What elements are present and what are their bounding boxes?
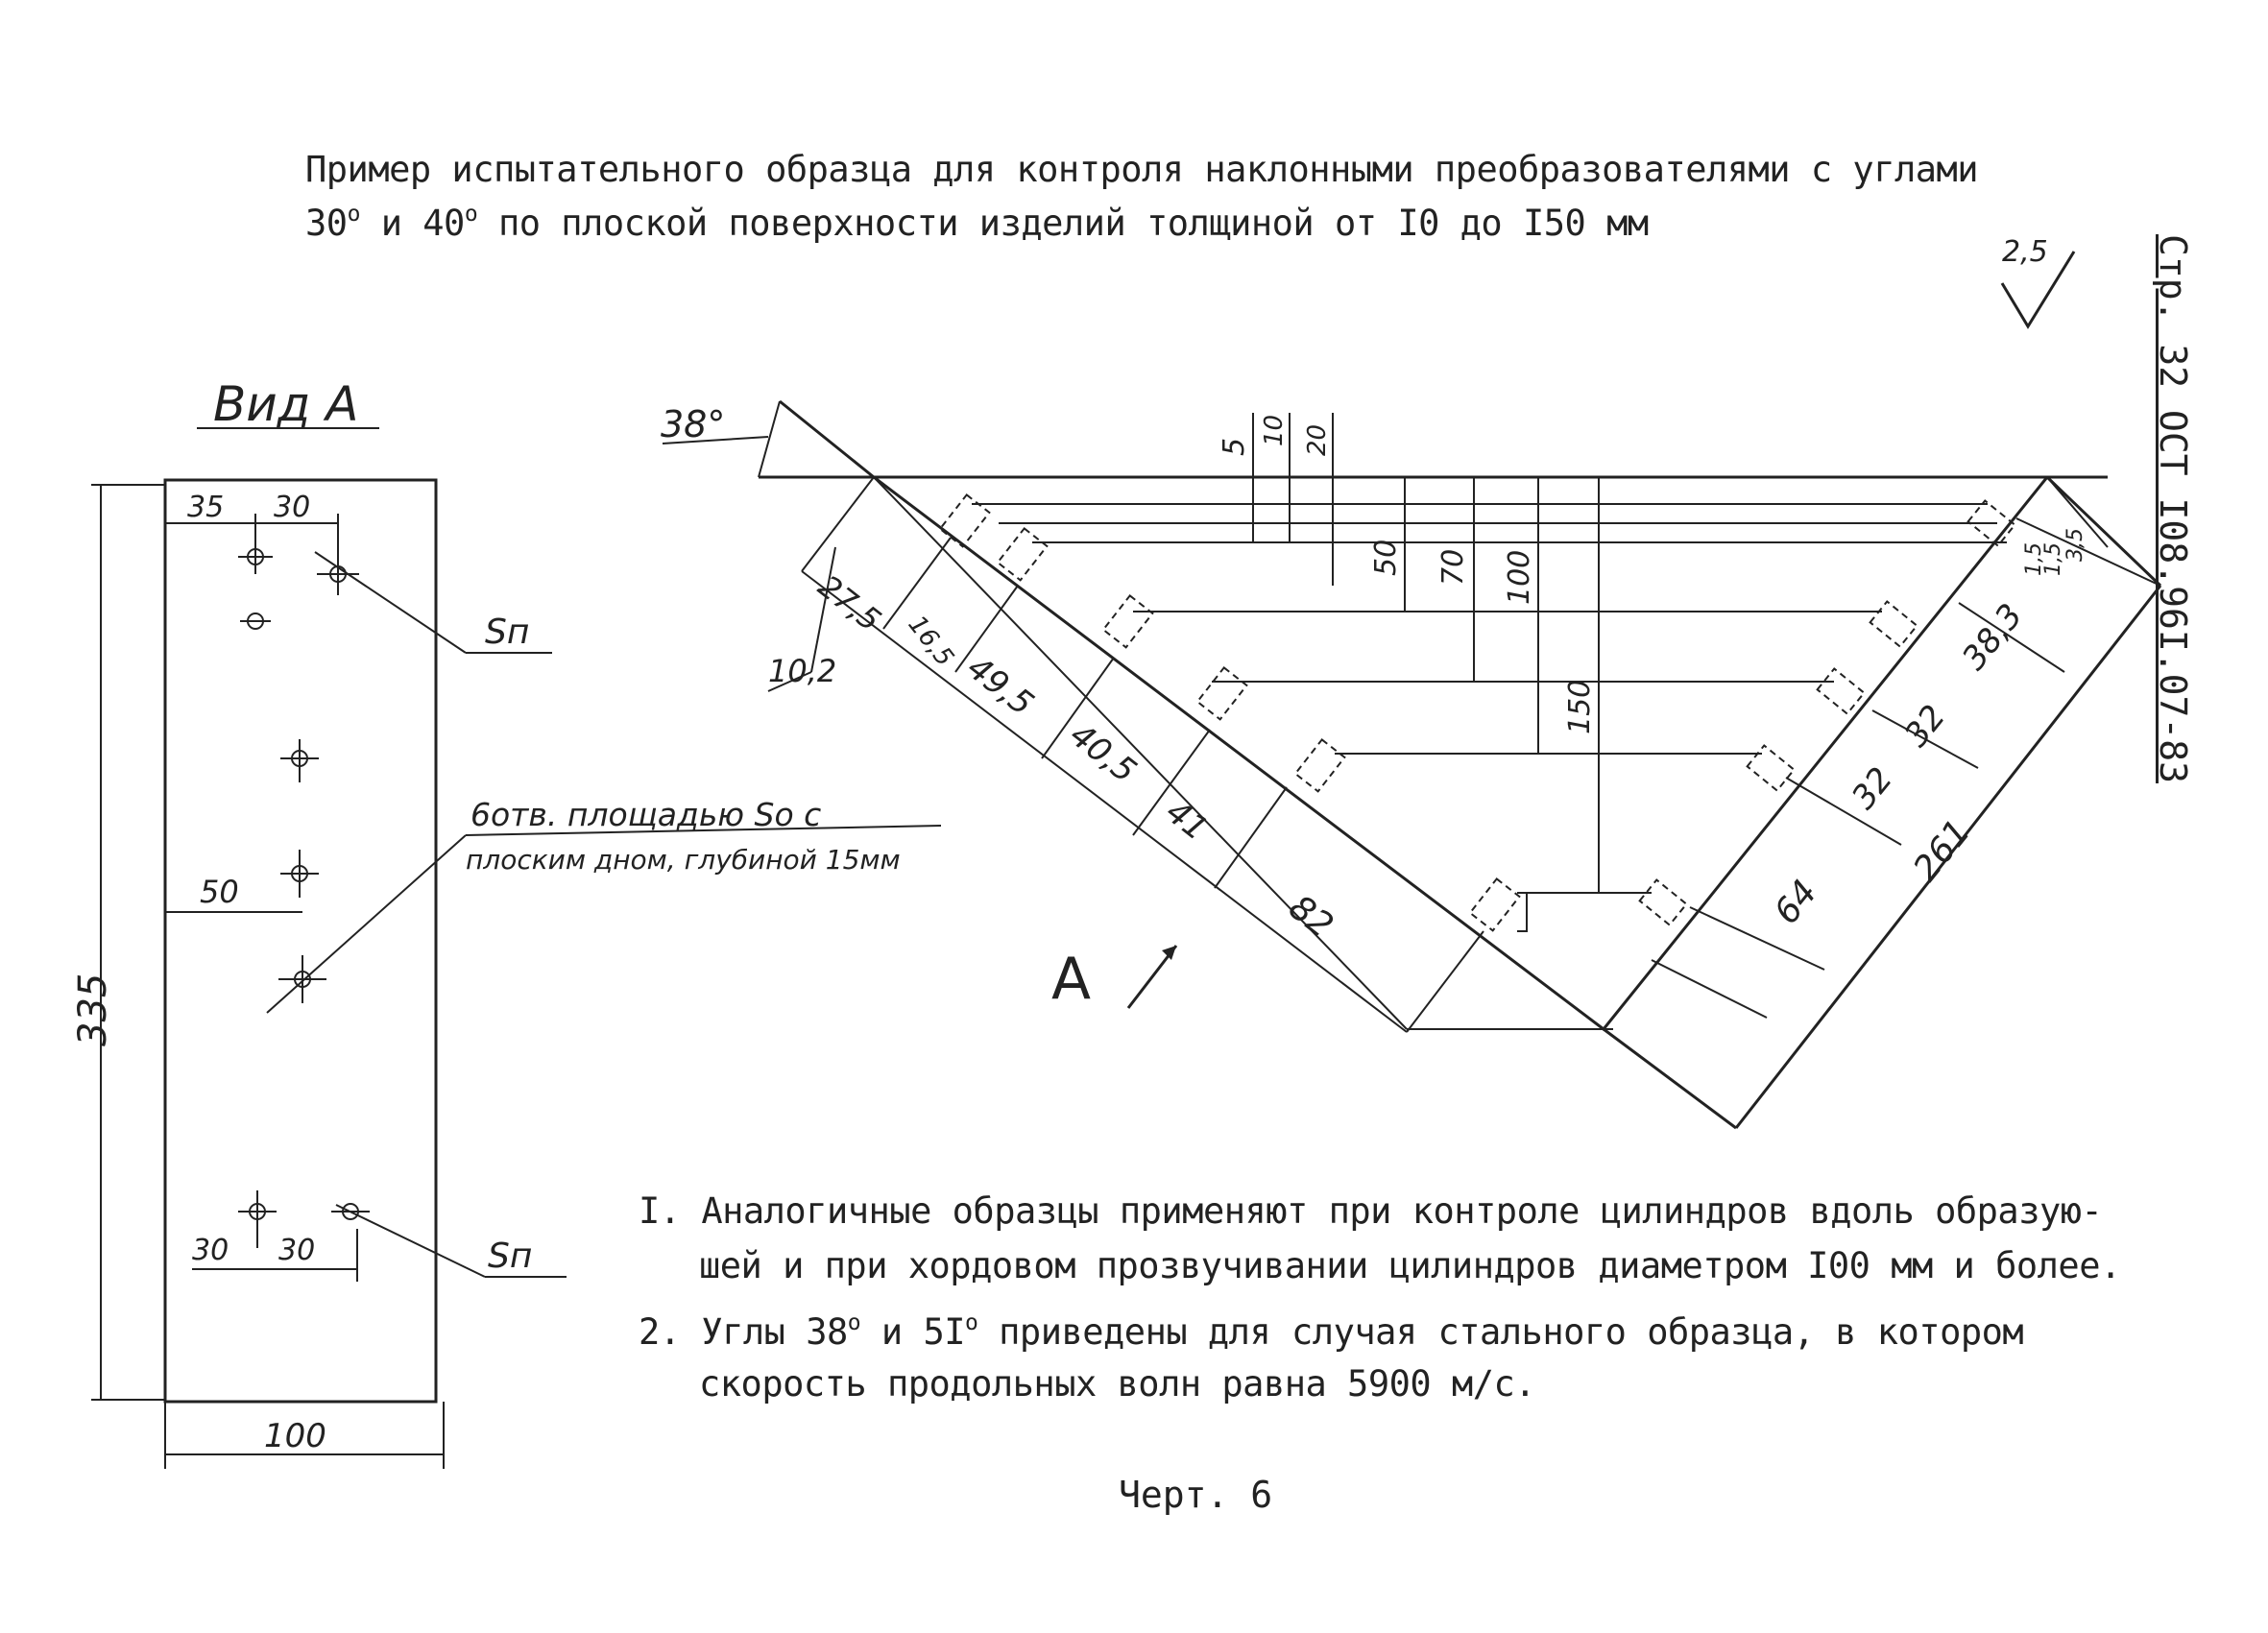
svg-text:2,5: 2,5 [2002, 235, 2048, 269]
note-1-line-1: I. Аналогичные образцы применяют при кон… [639, 1190, 2103, 1232]
flat-bottom-hole [1195, 666, 1248, 721]
title-line-1: Пример испытательного образца для контро… [305, 149, 1979, 190]
svg-text:50: 50 [1369, 540, 1403, 576]
degree-mark: о [464, 202, 478, 227]
hole [238, 540, 273, 574]
svg-text:20: 20 [1303, 424, 1332, 456]
hole [238, 1190, 277, 1248]
flat-bottom-hole [1746, 744, 1796, 792]
view-a-title: Вид А [213, 376, 358, 432]
svg-text:50: 50 [200, 874, 239, 910]
view-a: Вид А 335 100 35 30 Sп Sп [71, 376, 942, 1469]
svg-text:35: 35 [187, 491, 224, 524]
svg-text:70: 70 [1436, 549, 1470, 586]
flat-bottom-hole [1966, 499, 2016, 547]
hole [317, 557, 359, 595]
holes-note-2: плоским дном, глубиной 15мм [466, 844, 901, 876]
svg-text:5: 5 [1218, 438, 1251, 456]
svg-text:100: 100 [1503, 550, 1536, 605]
svg-text:64: 64 [1767, 873, 1825, 931]
svg-text:30: 30 [274, 491, 310, 524]
holes-note-1: 6отв. площадью Sо с [470, 796, 821, 833]
title-rest: по плоской поверхности изделий толщиной … [497, 203, 1649, 244]
hole [240, 612, 271, 630]
dim-height: 335 [71, 973, 115, 1046]
flat-bottom-hole [1101, 594, 1154, 649]
hole [280, 739, 319, 782]
svg-text:38,3: 38,3 [1955, 597, 2031, 678]
hole [278, 955, 326, 1003]
svg-text:30: 30 [192, 1234, 229, 1267]
svg-text:10,2: 10,2 [768, 653, 836, 689]
svg-text:32: 32 [1845, 760, 1900, 817]
flat-bottom-hole [1816, 667, 1866, 715]
svg-text:1,5: 1,5 [2041, 542, 2065, 576]
svg-text:82: 82 [1281, 888, 1339, 947]
flat-bottom-hole [1638, 878, 1688, 926]
svg-text:10: 10 [1260, 415, 1289, 446]
degree-mark: о [347, 202, 361, 227]
section-view: 38° [661, 399, 2162, 1130]
note-2-line-1: 2. Углы 38о и 5Iо приведены для случая с… [639, 1310, 2024, 1353]
title-line-2: 30о и 40о по плоской поверхности изделий… [305, 202, 1649, 244]
drawing-caption: Черт. 6 [1119, 1474, 1273, 1516]
hole [280, 850, 319, 898]
svg-text:41: 41 [1158, 793, 1215, 849]
angle-label: 38° [661, 403, 725, 445]
svg-text:Sп: Sп [488, 1237, 532, 1276]
svg-text:Sп: Sп [485, 612, 529, 652]
svg-text:3,5: 3,5 [2063, 528, 2087, 562]
flat-bottom-hole [996, 527, 1049, 582]
flat-bottom-hole [938, 493, 991, 548]
svg-text:261: 261 [1906, 812, 1978, 888]
svg-text:49,5: 49,5 [959, 649, 1040, 724]
title-angle-40: и 40 [380, 203, 466, 244]
svg-text:150: 150 [1563, 680, 1597, 734]
note-1-line-2: шей и при хордовом прозвучивании цилиндр… [699, 1245, 2121, 1286]
title-angle-30: 30 [305, 203, 348, 244]
svg-text:32: 32 [1897, 698, 1953, 755]
svg-text:1,5: 1,5 [2022, 542, 2046, 576]
flat-bottom-hole [1293, 738, 1346, 793]
flat-bottom-hole [1869, 600, 1918, 648]
flat-bottom-hole [1468, 877, 1521, 932]
dim-width: 100 [264, 1417, 326, 1455]
view-marker: А [1051, 946, 1091, 1013]
roughness-symbol: 2,5 [2000, 235, 2076, 329]
note-2-line-2: скорость продольных волн равна 5900 м/с. [699, 1363, 1536, 1405]
svg-text:30: 30 [278, 1234, 315, 1267]
svg-text:16,5: 16,5 [902, 611, 958, 672]
